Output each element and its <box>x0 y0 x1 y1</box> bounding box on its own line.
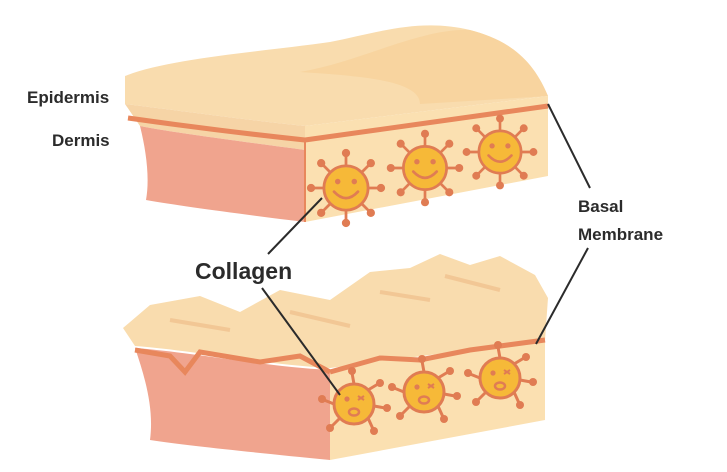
collagen-healthy-1 <box>305 147 387 229</box>
young-skin-block <box>125 25 549 229</box>
aged-skin-block <box>123 254 548 460</box>
collagen-healthy-2 <box>385 128 465 208</box>
epidermis-label: Epidermis <box>27 88 110 107</box>
collagen-leader-top <box>267 197 323 255</box>
leader-lines <box>261 103 591 396</box>
basal-membrane-label: Basal Membrane <box>578 193 663 249</box>
epidermis-front <box>125 104 305 150</box>
basal-label-line1: Basal <box>578 197 624 216</box>
basal-leader-top <box>547 103 591 189</box>
collagen-label: Collagen <box>195 258 293 284</box>
aged-epidermis-top-surface <box>123 254 548 368</box>
basal-label-line2: Membrane <box>578 225 664 244</box>
dermis-front <box>140 126 305 222</box>
basal-membrane-line-front <box>127 115 306 143</box>
dermis-label: Dermis <box>52 131 110 150</box>
collagen-leader-bottom <box>261 287 341 396</box>
collagen-healthy-3 <box>461 113 539 191</box>
basal-leader-bottom <box>535 247 589 345</box>
aged-dermis-front <box>135 348 330 460</box>
basal-membrane-line-aged <box>134 347 332 376</box>
